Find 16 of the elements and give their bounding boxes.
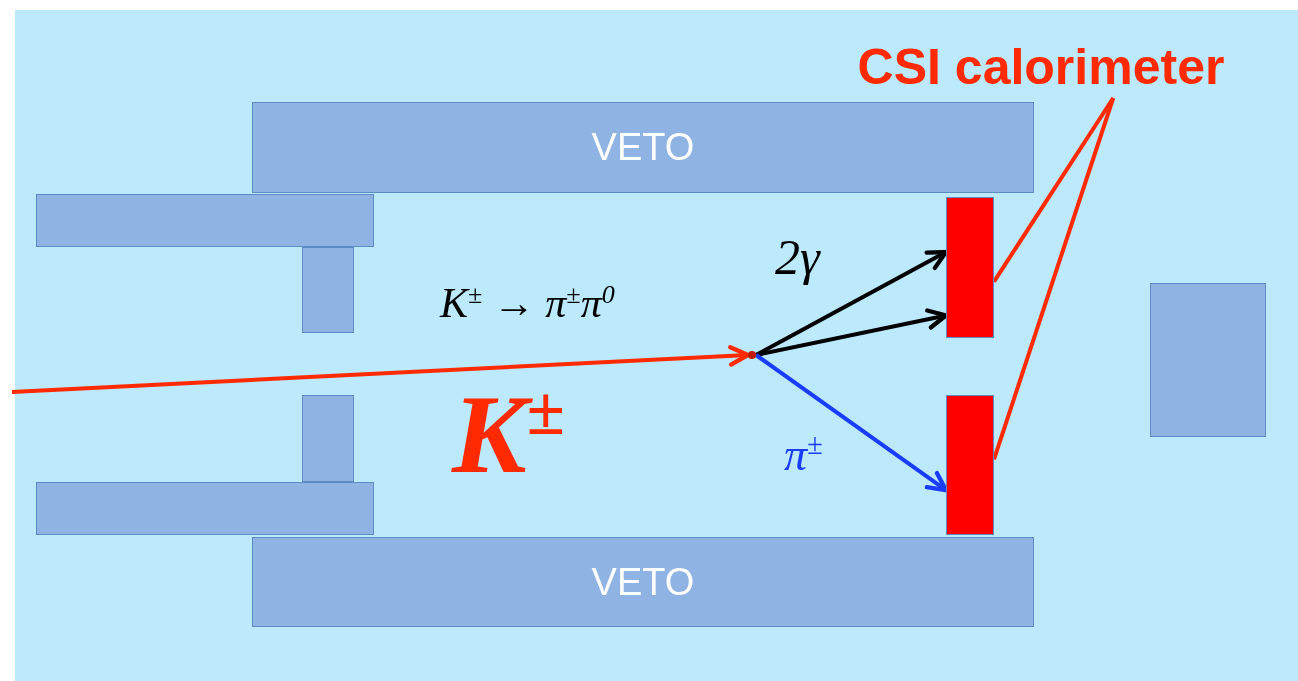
veto-block: VETO <box>252 102 1034 193</box>
edge-label: π$^{±}$ <box>784 432 823 478</box>
veto-block: VETO <box>252 537 1034 627</box>
detector-block <box>36 194 374 247</box>
vertex-dot <box>748 351 756 359</box>
calorimeter-bar <box>946 197 994 338</box>
detector-block <box>1150 283 1266 437</box>
detector-block <box>302 395 354 482</box>
particle-track-arrow <box>11 345 751 394</box>
callout-text: CSI calorimeter <box>808 36 1274 98</box>
detector-block <box>302 247 354 333</box>
edge-label: K$^{±}$ <box>452 378 565 490</box>
decay-equation: K$^{±}$ → π$^{±}$π$^{0}$ <box>440 282 615 324</box>
leader-line <box>992 97 1116 461</box>
calorimeter-bar <box>946 395 994 535</box>
detector-block <box>36 482 374 535</box>
